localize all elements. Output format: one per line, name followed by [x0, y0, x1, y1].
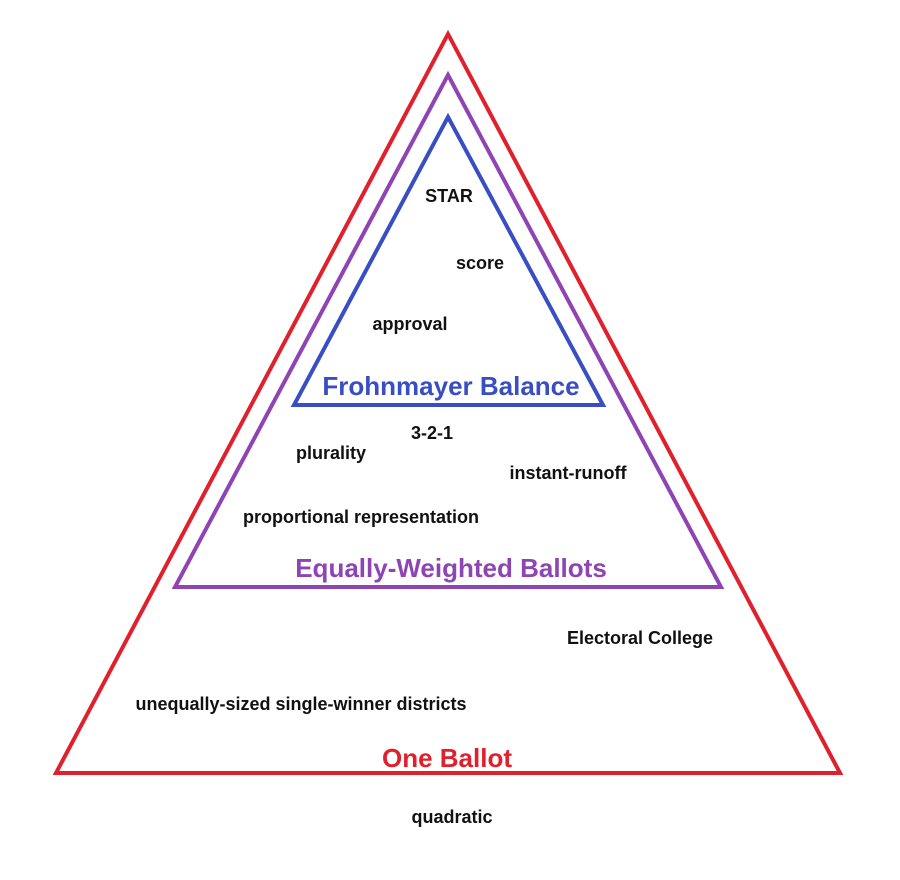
approval-label: approval — [372, 314, 447, 334]
plurality-label: plurality — [296, 443, 366, 463]
star-label: STAR — [425, 186, 473, 206]
electoral-college-label: Electoral College — [567, 628, 713, 648]
one-ballot-triangle — [52, 29, 844, 775]
frohnmayer-balance-label: Frohnmayer Balance — [322, 371, 579, 401]
unequal-districts-label: unequally-sized single-winner districts — [135, 694, 466, 714]
quadratic-label: quadratic — [411, 807, 492, 827]
one-ballot-label: One Ballot — [382, 743, 512, 773]
equally-weighted-ballots-label: Equally-Weighted Ballots — [295, 553, 607, 583]
frohnmayer-balance-triangle — [290, 112, 607, 407]
three-two-one-label: 3-2-1 — [411, 423, 453, 443]
instant-runoff-label: instant-runoff — [510, 463, 628, 483]
proportional-representation-label: proportional representation — [243, 507, 479, 527]
score-label: score — [456, 253, 504, 273]
equally-weighted-ballots-triangle — [171, 70, 725, 589]
